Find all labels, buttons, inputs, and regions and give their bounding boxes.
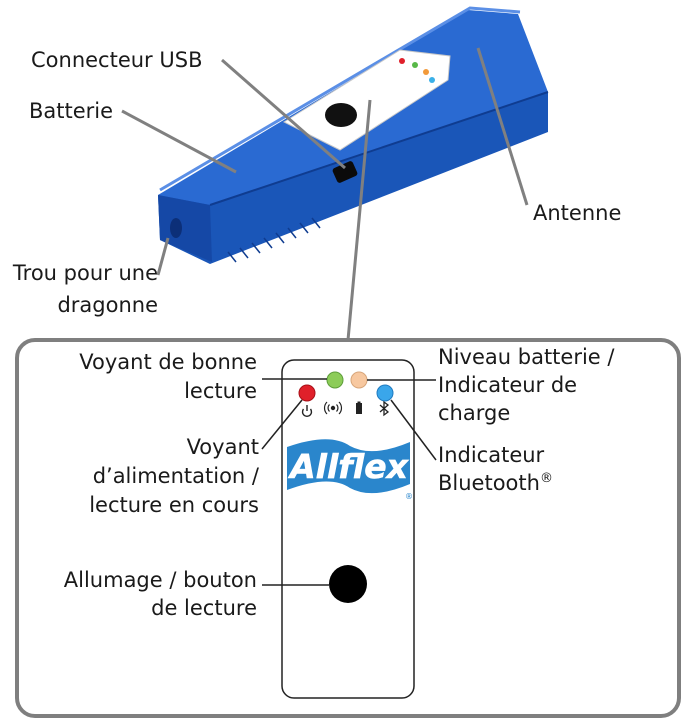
read-button (329, 565, 367, 603)
device-led-orange (423, 69, 429, 75)
led-power (298, 384, 316, 402)
allflex-logo: Allflex ® (287, 439, 413, 501)
label-bluetooth-indicator: Indicateur Bluetooth® (438, 443, 553, 495)
leader-battery (121, 109, 237, 174)
strap-hole (170, 218, 182, 238)
device-top-button (325, 103, 357, 127)
allflex-logo-mark: ® (405, 492, 413, 501)
label-power-read-button: Allumage / bouton de lecture (63, 568, 257, 620)
label-battery-level: Niveau batterie / Indicateur de charge (438, 345, 615, 425)
detail-panel-frame (15, 338, 681, 718)
device-edge-2 (209, 91, 549, 206)
led-bluetooth (376, 384, 394, 402)
device-led-blue (429, 77, 435, 83)
device-led-green (412, 62, 418, 68)
device-grip-ridges (227, 217, 321, 263)
device-edge (159, 6, 521, 192)
usb-port (332, 161, 358, 183)
allflex-logo-banner (287, 439, 410, 494)
leader-panel (346, 99, 372, 341)
battery-icon (356, 401, 362, 414)
power-icon (301, 405, 313, 418)
leader-power (261, 399, 303, 450)
label-antenna: Antenne (533, 201, 622, 225)
bluetooth-icon (379, 400, 390, 417)
label-good-read: Voyant de bonne lecture (79, 350, 257, 403)
label-usb-connector: Connecteur USB (31, 48, 203, 72)
led-battery-level (350, 371, 368, 389)
leader-bluetooth (390, 399, 437, 461)
device-led-red (399, 58, 405, 64)
panel-leader-lines (261, 378, 437, 586)
label-strap-hole: Trou pour une dragonne (12, 261, 158, 317)
registered-mark: ® (539, 471, 553, 486)
device-face-outline (281, 359, 415, 699)
allflex-logo-text: Allflex (287, 447, 410, 486)
label-battery: Batterie (29, 99, 114, 123)
led-good-read (326, 371, 344, 389)
label-power-indicator: Voyant d’alimentation / lecture en cours (89, 435, 259, 517)
top-leader-lines (121, 47, 529, 341)
device-label-plate (282, 49, 451, 151)
leader-usb (221, 58, 346, 170)
device-end-face (158, 195, 212, 262)
wireless-read-icon (323, 401, 343, 415)
leader-strap (156, 237, 170, 276)
reader-device (158, 6, 549, 264)
leader-antenna (476, 47, 529, 206)
